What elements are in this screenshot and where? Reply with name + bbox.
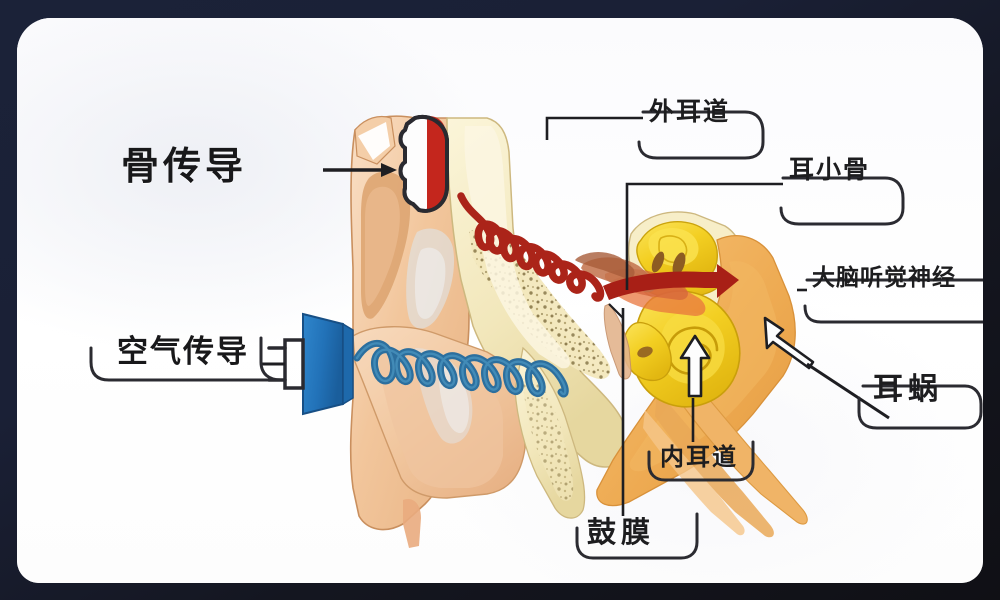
bone-conduction-leader — [323, 163, 397, 177]
ossicles-leader — [625, 182, 783, 290]
ear-canal-leader — [545, 116, 643, 140]
label-auditory-nerve: 大脑听觉神经 — [812, 266, 956, 289]
label-ossicles: 耳小骨 — [789, 158, 870, 183]
label-inner-ear-canal-text: 内耳道 — [660, 444, 738, 471]
label-cochlea-text: 耳蜗 — [873, 373, 943, 406]
label-eardrum-text: 鼓膜 — [587, 517, 656, 549]
label-eardrum: 鼓膜 — [587, 519, 655, 548]
ear-anatomy-illustration — [261, 115, 890, 548]
label-ear-canal-text: 外耳道 — [649, 98, 731, 126]
label-cochlea: 耳蜗 — [873, 375, 943, 405]
label-auditory-nerve-text: 大脑听觉神经 — [812, 264, 956, 290]
label-ear-canal: 外耳道 — [649, 100, 730, 125]
diagram-card: 骨传导 空气传导 外耳道 耳小骨 大脑听觉神经 耳蜗 内耳道 鼓膜 — [17, 18, 983, 583]
label-ossicles-text: 耳小骨 — [789, 156, 871, 184]
label-bone-conduction: 骨传导 — [121, 146, 248, 188]
label-inner-ear-canal: 内耳道 — [660, 446, 738, 470]
arrow-right-icon — [603, 264, 739, 300]
bone-conduction-transducer-icon — [398, 115, 449, 213]
arrow-up-inner-icon — [679, 334, 711, 398]
label-air-conduction: 空气传导 — [117, 334, 249, 369]
